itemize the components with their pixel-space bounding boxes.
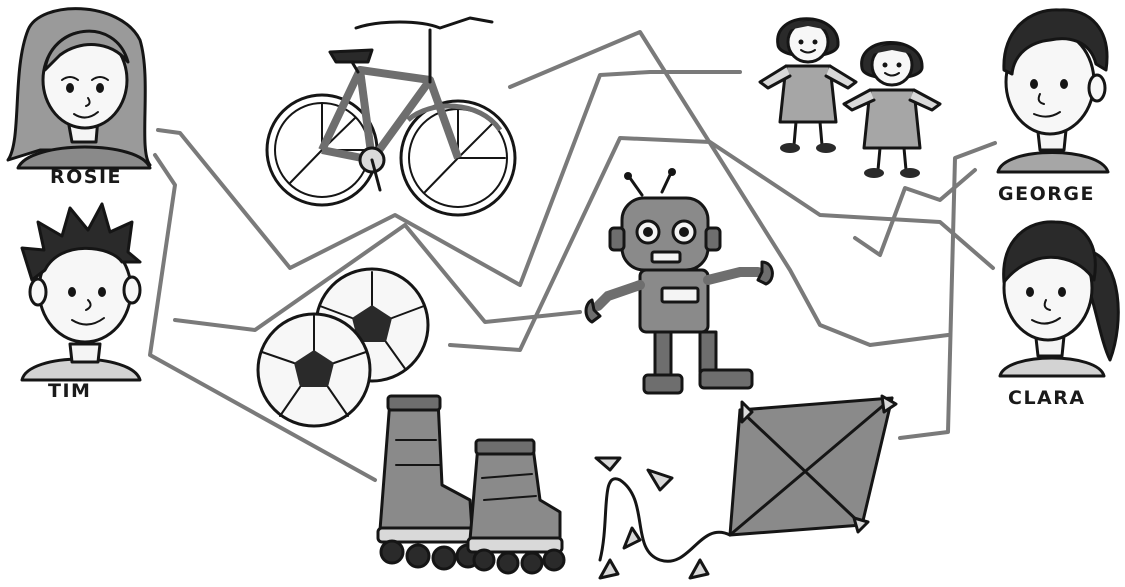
doll-right	[844, 43, 940, 179]
maze-line-george	[900, 143, 995, 438]
doll-left	[760, 19, 856, 153]
child-george: GEORGE	[998, 10, 1108, 205]
name-label-clara: CLARA	[1008, 387, 1086, 409]
name-label-rosie: ROSIE	[50, 166, 122, 188]
bicycle-icon	[267, 18, 515, 215]
name-label-tim: TIM	[48, 380, 91, 402]
kite-icon	[596, 396, 896, 578]
child-clara: CLARA	[1000, 222, 1118, 409]
maze-line-tangle-3	[855, 170, 975, 255]
rollerblades-icon	[378, 396, 564, 573]
child-rosie: ROSIE	[8, 9, 150, 188]
name-label-george: GEORGE	[998, 183, 1095, 205]
robot-icon	[586, 168, 772, 393]
football-front	[258, 314, 370, 426]
rollerblade-right	[468, 440, 564, 573]
dolls-icon	[760, 19, 940, 178]
child-tim: TIM	[22, 204, 140, 402]
rollerblade-left	[378, 396, 479, 569]
